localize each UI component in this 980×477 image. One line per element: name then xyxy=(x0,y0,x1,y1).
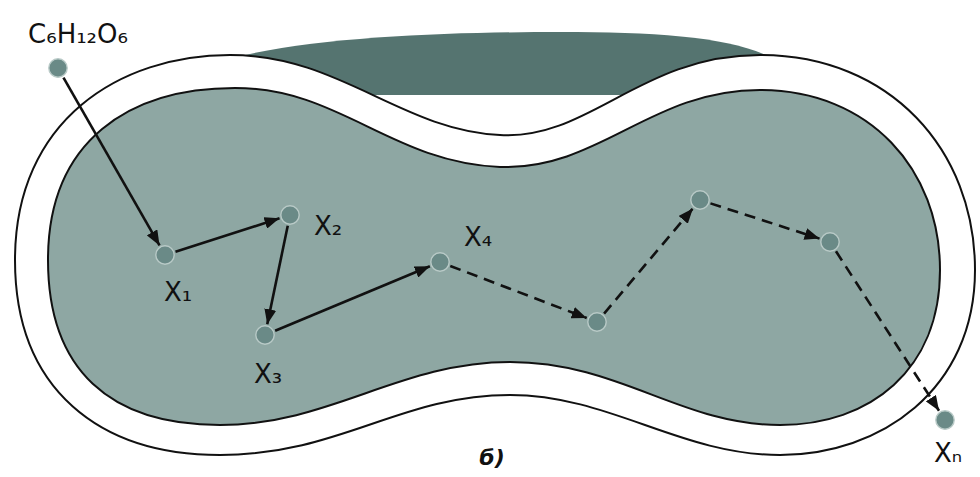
dot-circle xyxy=(256,326,274,344)
dot-circle xyxy=(156,246,174,264)
reaction-arrow xyxy=(836,251,939,411)
reaction-arrow xyxy=(604,208,693,313)
substance-label: C₆H₁₂O₆ xyxy=(28,19,128,49)
label-holder: X₄ xyxy=(464,223,492,252)
dot-circle xyxy=(49,59,67,77)
reaction-arrow xyxy=(175,218,279,251)
dot-circle xyxy=(281,206,299,224)
reaction-arrow xyxy=(63,78,159,246)
reaction-arrow xyxy=(710,203,819,238)
dot-circle xyxy=(821,233,839,251)
label-holder: C₆H₁₂O₆ xyxy=(28,20,128,49)
label-holder: б) xyxy=(479,446,504,470)
substance-dot: C₆H₁₂O₆ xyxy=(48,58,68,78)
dot-shape xyxy=(48,58,68,78)
label-holder: Xₙ xyxy=(934,439,962,468)
substance-dot: X₂ xyxy=(280,205,300,225)
substance-label: X₁ xyxy=(164,277,192,307)
substance-dot xyxy=(820,232,840,252)
dot-shape xyxy=(820,232,840,252)
substance-label: X₄ xyxy=(464,222,492,252)
panel-letter: б) xyxy=(479,445,504,470)
dot-shape xyxy=(935,410,955,430)
substance-dot xyxy=(587,312,607,332)
dot-circle xyxy=(588,313,606,331)
substance-dot: X₄ xyxy=(430,252,450,272)
dot-circle xyxy=(691,191,709,209)
substance-dot xyxy=(690,190,710,210)
label-holder: X₂ xyxy=(314,212,342,241)
substance-label: X₃ xyxy=(254,359,282,389)
label-holder: X₁ xyxy=(164,278,192,307)
dot-circle xyxy=(431,253,449,271)
reaction-arrow xyxy=(275,266,430,331)
substance-dot: X₃ xyxy=(255,325,275,345)
dot-shape xyxy=(280,205,300,225)
dot-shape xyxy=(430,252,450,272)
dot-circle xyxy=(936,411,954,429)
substance-dot: Xₙ xyxy=(935,410,955,430)
reaction-arrow xyxy=(267,226,288,324)
dot-shape xyxy=(255,325,275,345)
outer-membrane xyxy=(15,55,975,455)
inner-membrane xyxy=(48,88,940,425)
reaction-arrow xyxy=(450,266,586,318)
dot-shape xyxy=(155,245,175,265)
substance-label: X₂ xyxy=(314,211,342,241)
label-holder: X₃ xyxy=(254,360,282,389)
dot-shape xyxy=(587,312,607,332)
substance-label: Xₙ xyxy=(934,438,962,468)
substance-dot: X₁ xyxy=(155,245,175,265)
dot-shape xyxy=(690,190,710,210)
